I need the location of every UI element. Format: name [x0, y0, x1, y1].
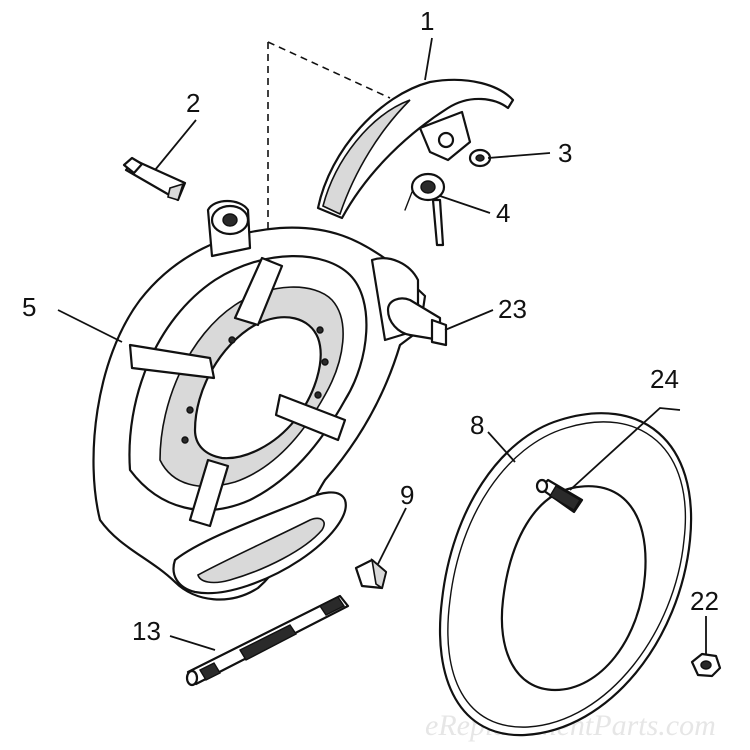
callout-13: 13 — [132, 616, 161, 646]
callout-4: 4 — [496, 198, 510, 228]
callout-22: 22 — [690, 586, 719, 616]
part-8-ring — [438, 412, 693, 737]
part-5-housing — [92, 199, 427, 601]
callout-labels: 1 2 3 4 5 23 24 8 9 13 22 — [22, 6, 719, 646]
part-9-fitting — [354, 557, 388, 590]
part-24-set-screw — [535, 478, 584, 514]
callout-5: 5 — [22, 292, 36, 322]
callout-23: 23 — [498, 294, 527, 324]
callout-24: 24 — [650, 364, 679, 394]
callout-2: 2 — [186, 88, 200, 118]
part-3-washer — [468, 148, 492, 168]
part-2-pin — [122, 156, 187, 202]
part-13-threaded-rod — [185, 594, 350, 687]
part-4-spring-clip — [404, 172, 446, 247]
callout-9: 9 — [400, 480, 414, 510]
part-22-nut — [690, 652, 722, 678]
alignment-dashed-lines — [267, 41, 391, 230]
callout-1: 1 — [420, 6, 434, 36]
callout-3: 3 — [558, 138, 572, 168]
part-23-shaft — [386, 297, 448, 347]
leader-lines — [57, 37, 707, 654]
callout-8: 8 — [470, 410, 484, 440]
part-1-curved-cover — [316, 78, 515, 220]
